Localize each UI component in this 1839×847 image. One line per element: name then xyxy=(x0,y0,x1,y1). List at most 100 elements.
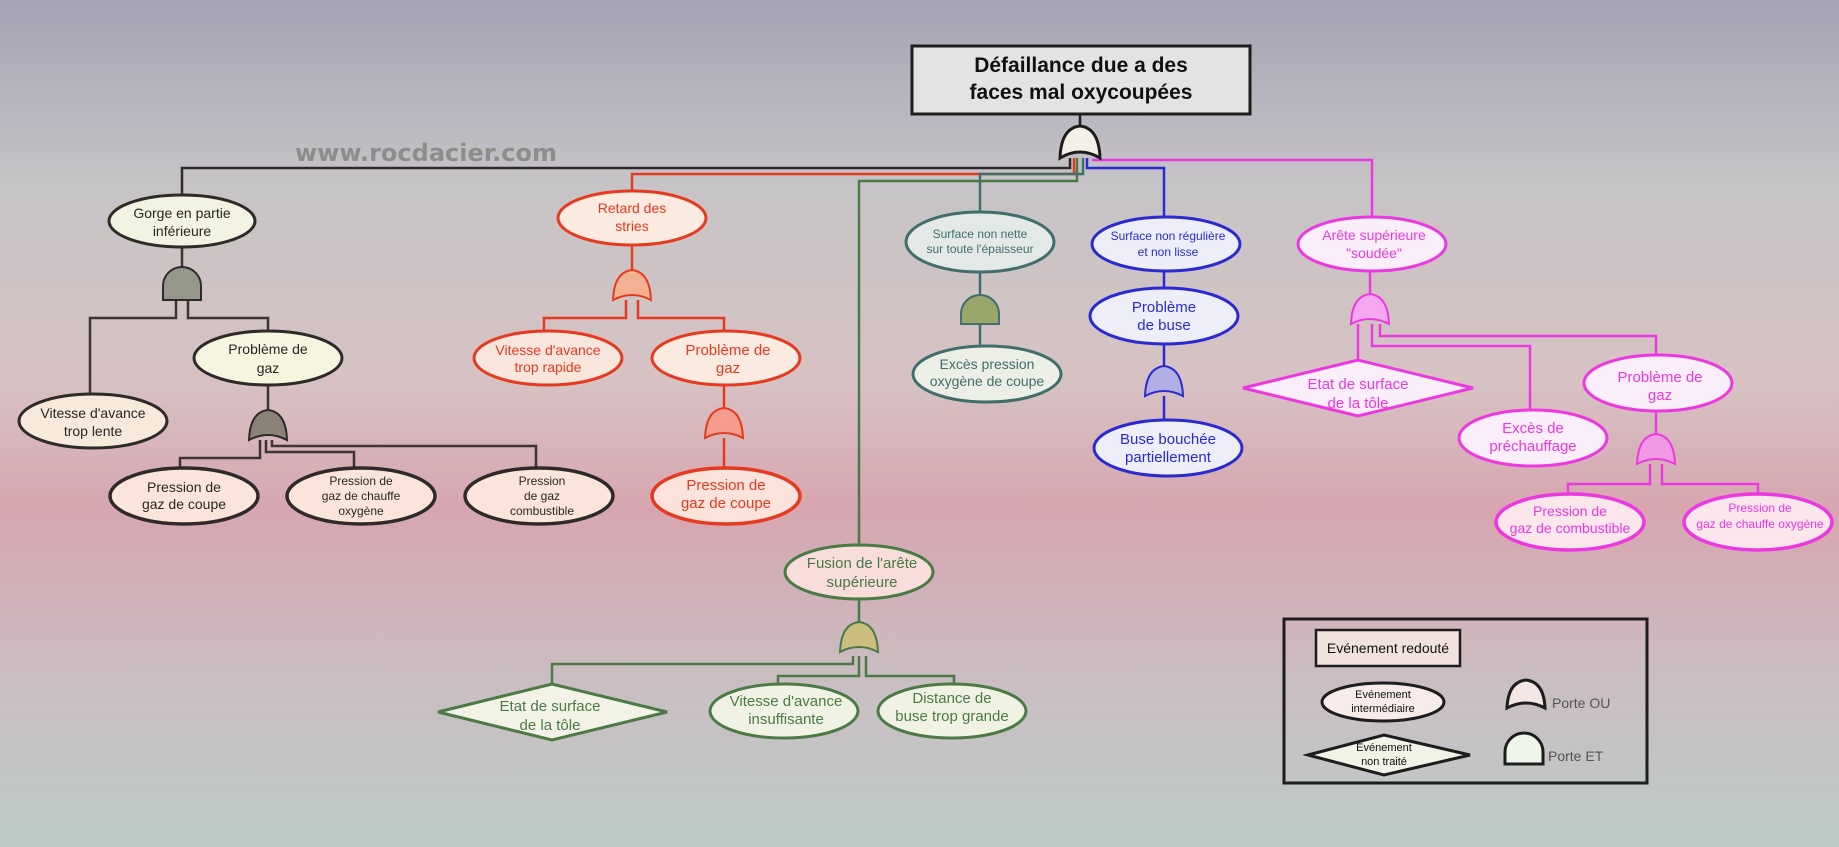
event-gorge-chauffe-l1: Pression de xyxy=(329,474,393,488)
event-surface-reguliere-l2: et non lisse xyxy=(1138,245,1199,259)
event-arete: Arête supérieure "soudée" xyxy=(1296,215,1448,273)
event-arete-chauffe-l1: Pression de xyxy=(1728,501,1792,515)
event-surface-nette: Surface non nette sur toute l'épaisseur xyxy=(904,210,1056,274)
legend-intermediaire-l2: intermédiaire xyxy=(1351,703,1415,715)
event-vitesse-rapide-l2: trop rapide xyxy=(515,359,582,375)
event-fusion-l1: Fusion de l'arête xyxy=(807,555,917,572)
legend-evenement-redoute: Evénement redouté xyxy=(1314,628,1462,668)
event-buse-bouchee-l2: partiellement xyxy=(1125,449,1212,466)
event-distance-buse-l2: buse trop grande xyxy=(895,708,1008,725)
event-gorge-pression-combustible: Pression de gaz combustible xyxy=(463,466,615,526)
legend-non-traite-l1: Evénement xyxy=(1356,742,1412,754)
event-vitesse-rapide: Vitesse d'avance trop rapide xyxy=(472,329,624,387)
event-retard: Retard des stries xyxy=(556,189,708,247)
event-arete-combustible-l1: Pression de xyxy=(1533,503,1607,519)
event-gorge-pression-coupe: Pression de gaz de coupe xyxy=(108,466,260,526)
event-buse-bouchee: Buse bouchée partiellement xyxy=(1092,418,1244,478)
event-gorge-combustible-l3: combustible xyxy=(510,504,574,518)
event-retard-gaz-l1: Problème de xyxy=(685,342,770,359)
event-gorge-l1: Gorge en partie xyxy=(133,205,230,221)
event-probleme-buse-l1: Problème xyxy=(1132,299,1196,316)
event-arete-pression-combustible: Pression de gaz de combustible xyxy=(1494,492,1646,552)
event-arete-gaz-l2: gaz xyxy=(1648,387,1672,404)
event-arete-gaz-l1: Problème de xyxy=(1617,369,1702,386)
legend-redoute-label: Evénement redouté xyxy=(1327,640,1449,656)
retard-or-gate-icon xyxy=(611,268,653,302)
event-vitesse-insuffisante-l1: Vitesse d'avance xyxy=(730,693,843,710)
event-exces-prechauffage-l2: préchauffage xyxy=(1489,438,1576,455)
watermark: www.rocdacier.com xyxy=(295,139,557,167)
event-arete-pression-chauffe: Pression de gaz de chauffe oxygène xyxy=(1682,492,1834,552)
legend-and-gate-icon xyxy=(1503,731,1545,766)
event-retard-coupe-l1: Pression de xyxy=(686,477,765,494)
event-retard-gaz-l2: gaz xyxy=(716,360,740,377)
event-gorge-chauffe-l3: oxygène xyxy=(338,504,384,518)
fusion-or-gate-icon xyxy=(838,620,880,654)
event-gorge-pression-chauffe: Pression de gaz de chauffe oxygène xyxy=(285,466,437,526)
event-fusion: Fusion de l'arête supérieure xyxy=(783,543,935,601)
legend-intermediaire: Evénement intermédiaire xyxy=(1320,681,1446,723)
event-distance-buse: Distance de buse trop grande xyxy=(876,682,1028,740)
event-vitesse-lente-l2: trop lente xyxy=(64,423,123,439)
retard-gaz-or-gate-icon xyxy=(703,406,745,440)
event-arete-chauffe-l2: gaz de chauffe oxygène xyxy=(1696,517,1824,531)
top-event-line2: faces mal oxycoupées xyxy=(970,81,1193,104)
event-vitesse-rapide-l1: Vitesse d'avance xyxy=(495,342,600,358)
event-surface-nette-l2: sur toute l'épaisseur xyxy=(926,242,1033,256)
gorge-and-gate-icon xyxy=(162,266,202,301)
legend: Evénement redouté Evénement intermédiair… xyxy=(1282,617,1649,785)
event-retard-pression-coupe: Pression de gaz de coupe xyxy=(650,466,802,526)
event-retard-l2: stries xyxy=(615,218,648,234)
connector-lines xyxy=(88,114,1760,684)
event-exces-prechauffage: Excès de préchauffage xyxy=(1457,408,1609,468)
event-surface-reguliere: Surface non régulière et non lisse xyxy=(1090,215,1242,273)
surface-reguliere-or-gate-icon xyxy=(1143,364,1185,398)
event-gorge: Gorge en partie inférieure xyxy=(107,193,257,249)
event-vitesse-insuffisante: Vitesse d'avance insuffisante xyxy=(708,682,860,740)
event-arete-combustible-l2: gaz de combustible xyxy=(1510,520,1631,536)
event-gorge-combustible-l1: Pression xyxy=(519,474,566,488)
event-vitesse-lente-l1: Vitesse d'avance xyxy=(40,405,145,421)
event-gorge-coupe-l1: Pression de xyxy=(147,479,221,495)
top-event-line1: Défaillance due a des xyxy=(974,54,1188,77)
event-arete-etat-surface: Etat de surface de la tôle xyxy=(1242,358,1474,418)
event-exces-oxygene: Excès pression oxygène de coupe xyxy=(911,344,1063,404)
event-retard-l1: Retard des xyxy=(598,200,666,216)
event-gorge-l2: inférieure xyxy=(153,223,212,239)
event-buse-bouchee-l1: Buse bouchée xyxy=(1120,431,1216,448)
event-arete-l1: Arête supérieure xyxy=(1322,227,1426,243)
event-gorge-probleme-gaz: Problème de gaz xyxy=(192,329,344,387)
event-vitesse-insuffisante-l2: insuffisante xyxy=(748,711,824,728)
event-surface-reguliere-l1: Surface non régulière xyxy=(1111,229,1226,243)
legend-non-traite: Evénement non traité xyxy=(1302,733,1471,777)
surface-nette-and-gate-icon xyxy=(960,294,1000,325)
event-fusion-etat-l2: de la tôle xyxy=(520,717,581,734)
arete-or-gate-icon xyxy=(1349,292,1391,326)
legend-intermediaire-l1: Evénement xyxy=(1355,689,1411,701)
event-fusion-l2: supérieure xyxy=(827,574,898,591)
arete-gaz-or-gate-icon xyxy=(1635,432,1677,466)
event-fusion-etat-l1: Etat de surface xyxy=(500,698,601,715)
event-surface-nette-l1: Surface non nette xyxy=(933,227,1028,241)
event-exces-oxygene-l1: Excès pression xyxy=(940,356,1035,372)
event-exces-oxygene-l2: oxygène de coupe xyxy=(930,373,1045,389)
legend-porte-ou: Porte OU xyxy=(1552,695,1610,711)
top-event-box: Défaillance due a des faces mal oxycoupé… xyxy=(910,44,1252,116)
legend-or-gate-icon xyxy=(1505,678,1547,711)
event-probleme-buse-l2: de buse xyxy=(1137,317,1190,334)
event-vitesse-lente: Vitesse d'avance trop lente xyxy=(17,392,169,450)
event-exces-prechauffage-l1: Excès de xyxy=(1502,420,1564,437)
event-arete-etat-l1: Etat de surface xyxy=(1308,376,1409,393)
event-distance-buse-l1: Distance de xyxy=(912,690,991,707)
main-or-gate-icon xyxy=(1058,124,1102,161)
event-arete-etat-l2: de la tôle xyxy=(1328,395,1389,412)
legend-porte-et: Porte ET xyxy=(1548,748,1604,764)
event-gorge-combustible-l2: de gaz xyxy=(524,489,560,503)
event-gorge-chauffe-l2: gaz de chauffe xyxy=(322,489,401,503)
event-retard-coupe-l2: gaz de coupe xyxy=(681,495,771,512)
legend-non-traite-l2: non traité xyxy=(1361,756,1407,768)
event-gorge-coupe-l2: gaz de coupe xyxy=(142,496,226,512)
event-arete-probleme-gaz: Problème de gaz xyxy=(1582,353,1734,413)
event-arete-l2: "soudée" xyxy=(1346,245,1402,261)
event-gorge-gaz-l2: gaz xyxy=(257,360,280,376)
